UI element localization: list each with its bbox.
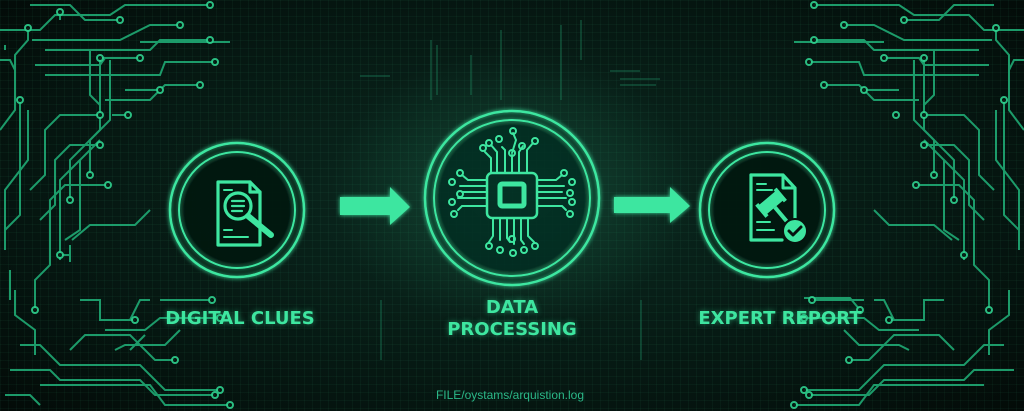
- step-label-line-1: DATA: [485, 297, 539, 318]
- step-label-expert-report: EXPERT REPORT: [698, 308, 862, 329]
- step-data-processing-ring: [423, 109, 601, 287]
- footer-file-path: FILE/oystams/arquistion.log: [435, 388, 585, 402]
- document-magnifier-icon: [216, 180, 274, 247]
- step-label-data-processing: DATA PROCESSING: [432, 297, 592, 341]
- arrow-right-icon: [340, 187, 410, 225]
- cpu-chip-icon: [448, 127, 576, 257]
- step-label-digital-clues: DIGITAL CLUES: [165, 308, 315, 329]
- arrow-right-icon: [614, 187, 690, 223]
- document-gavel-check-icon: [749, 173, 808, 244]
- step-label-line-2: PROCESSING: [447, 319, 577, 340]
